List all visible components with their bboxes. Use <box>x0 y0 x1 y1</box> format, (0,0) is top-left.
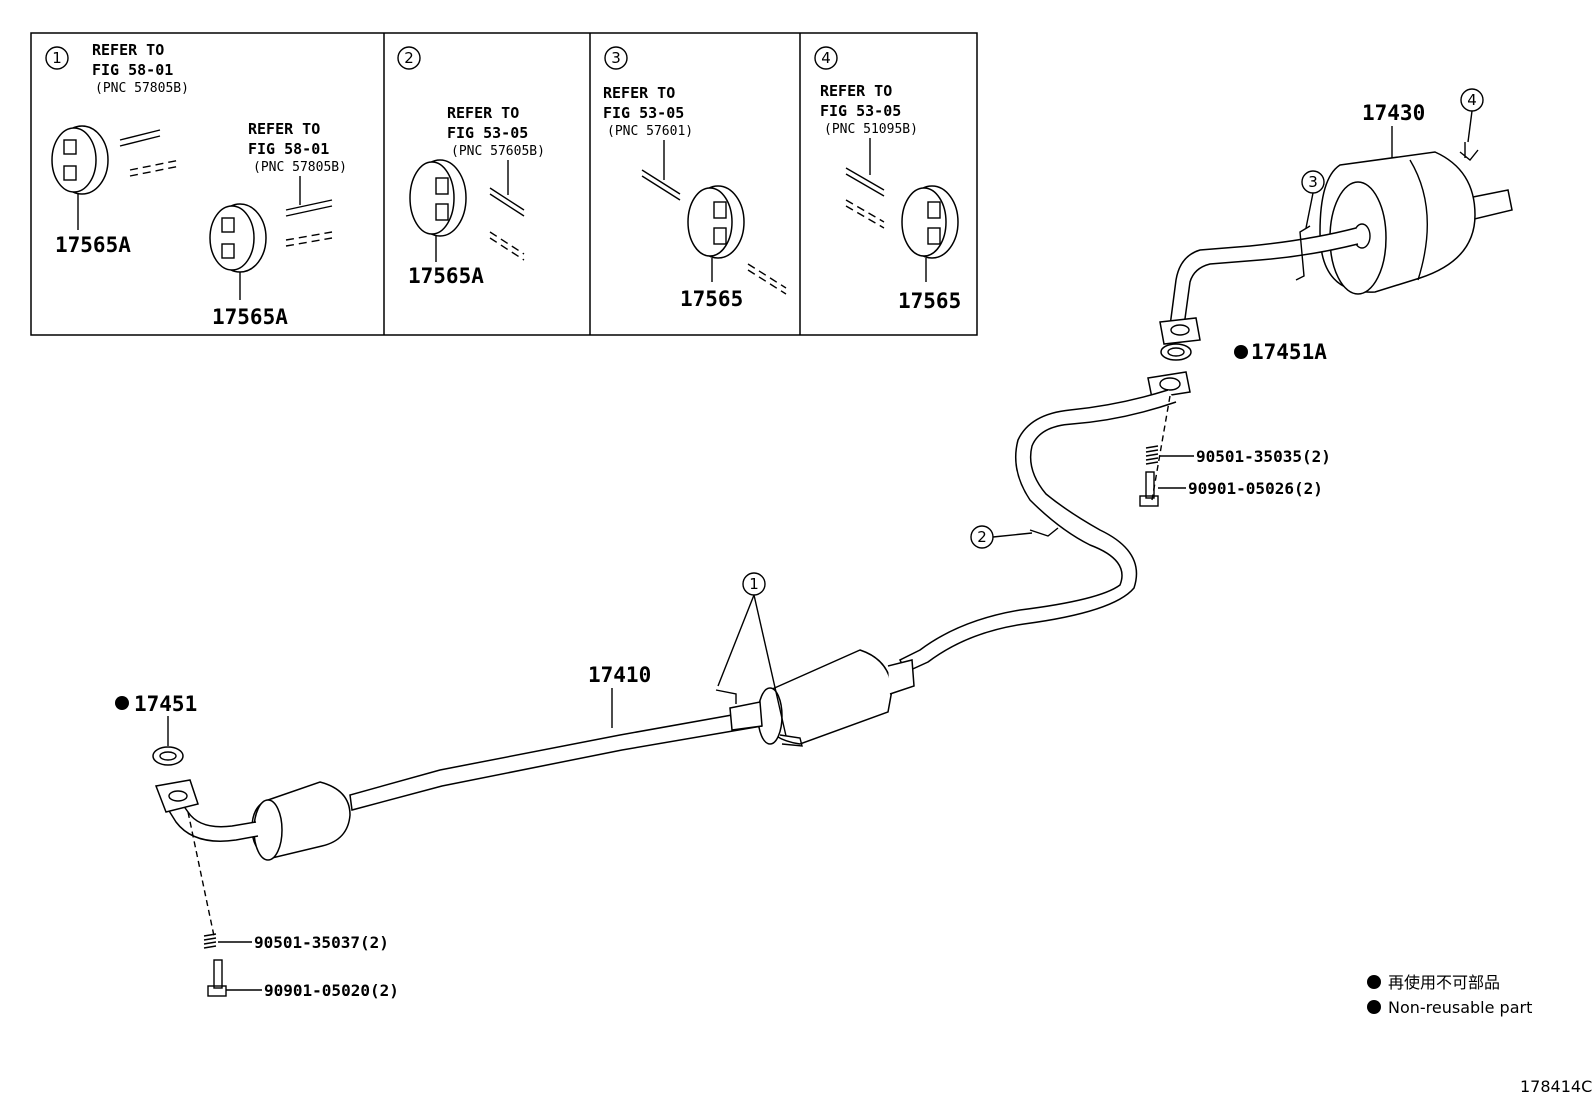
panel-1-ref-a-line1: REFER TO <box>92 41 164 59</box>
panel-1-part-a: 17565A <box>55 233 131 257</box>
legend-marker <box>1367 975 1381 989</box>
spring-illustration <box>203 933 217 949</box>
gasket-ring-inner <box>159 751 177 761</box>
panel-3-ref-line1: REFER TO <box>603 84 675 102</box>
callout-1-number: 1 <box>749 575 759 593</box>
hanger-rubber-illustration <box>409 159 525 262</box>
illustration-id: 178414C <box>1520 1077 1592 1096</box>
panel-1-number-circle <box>45 46 69 70</box>
panel-4-number-circle <box>814 46 838 70</box>
panel-2-number-circle <box>397 46 421 70</box>
non-reusable-marker <box>115 696 129 710</box>
dashed-alignment-line <box>1151 395 1171 501</box>
panel-1-ref-b-line3: (PNC 57805B) <box>253 160 347 175</box>
dashed-alignment-line <box>187 811 215 937</box>
gasket-ring <box>152 746 184 766</box>
spring-illustration <box>1145 445 1159 465</box>
leader-line <box>1305 192 1314 229</box>
panel-3-ref-line2: FIG 53-05 <box>603 104 684 122</box>
hanger-rubber-illustration <box>209 176 333 300</box>
callout-3-number: 3 <box>1308 173 1318 191</box>
callout-panel-3: 3 REFER TO FIG 53-05 (PNC 57601) 17565 <box>603 46 787 311</box>
legend-english: Non-reusable part <box>1388 998 1532 1017</box>
hanger-rubber-illustration <box>641 140 787 295</box>
panel-4-number: 4 <box>821 49 831 67</box>
gasket-ring-inner <box>1167 347 1185 357</box>
hardware-spring-front: 90501-35037(2) <box>254 933 389 952</box>
panel-1-ref-b-line1: REFER TO <box>248 120 320 138</box>
panel-1-ref-a-line2: FIG 58-01 <box>92 61 173 79</box>
front-pipe-assembly <box>154 371 1191 861</box>
panel-4-ref-line2: FIG 53-05 <box>820 102 901 120</box>
panel-2-ref-line1: REFER TO <box>447 104 519 122</box>
callout-panel-1: 1 REFER TO FIG 58-01 (PNC 57805B) REFER … <box>45 41 347 329</box>
panel-4-ref-line1: REFER TO <box>820 82 892 100</box>
part-number-gasket-a: 17451A <box>1251 340 1327 364</box>
hanger-rubber-illustration <box>845 138 959 282</box>
bolt-illustration <box>207 959 227 997</box>
panel-1-ref-b-line2: FIG 58-01 <box>248 140 329 158</box>
hardware-bolt-rear: 90901-05026(2) <box>1188 479 1323 498</box>
legend-japanese: 再使用不可部品 <box>1388 973 1500 992</box>
hanger-rubber-illustration <box>51 125 181 230</box>
part-number-front-pipe: 17410 <box>588 663 651 687</box>
leader-line <box>717 594 755 687</box>
leader-line <box>1467 110 1473 143</box>
callout-panel-2: 2 REFER TO FIG 53-05 (PNC 57605B) 17565A <box>397 46 545 288</box>
panel-3-number-circle <box>604 46 628 70</box>
leader-line <box>992 532 1033 538</box>
callout-2-number: 2 <box>977 528 987 546</box>
non-reusable-marker <box>1234 345 1248 359</box>
callout-panels-box <box>30 32 978 336</box>
panel-2-number: 2 <box>404 49 414 67</box>
rear-muffler-assembly <box>1159 142 1513 345</box>
callout-4-number: 4 <box>1467 91 1477 109</box>
part-number-muffler: 17430 <box>1362 101 1425 125</box>
panel-3-ref-line3: (PNC 57601) <box>607 124 693 139</box>
gasket-ring <box>1160 343 1192 361</box>
panel-1-part-b: 17565A <box>212 305 288 329</box>
legend-marker <box>1367 1000 1381 1014</box>
hardware-spring-rear: 90501-35035(2) <box>1196 447 1331 466</box>
panel-4-ref-line3: (PNC 51095B) <box>824 122 918 137</box>
panel-4-part: 17565 <box>898 289 961 313</box>
panel-1-number: 1 <box>52 49 62 67</box>
leader-line <box>753 594 787 737</box>
panel-3-number: 3 <box>611 49 621 67</box>
panel-2-ref-line2: FIG 53-05 <box>447 124 528 142</box>
panel-1-ref-a-line3: (PNC 57805B) <box>95 81 189 96</box>
callout-panel-4: 4 REFER TO FIG 53-05 (PNC 51095B) 17565 <box>814 46 961 313</box>
legend: 再使用不可部品 Non-reusable part <box>1367 973 1532 1017</box>
panel-2-ref-line3: (PNC 57605B) <box>451 144 545 159</box>
panel-3-part: 17565 <box>680 287 743 311</box>
hardware-bolt-front: 90901-05020(2) <box>264 981 399 1000</box>
panel-2-part: 17565A <box>408 264 484 288</box>
part-number-gasket: 17451 <box>134 692 197 716</box>
bolt-illustration <box>1139 471 1159 507</box>
